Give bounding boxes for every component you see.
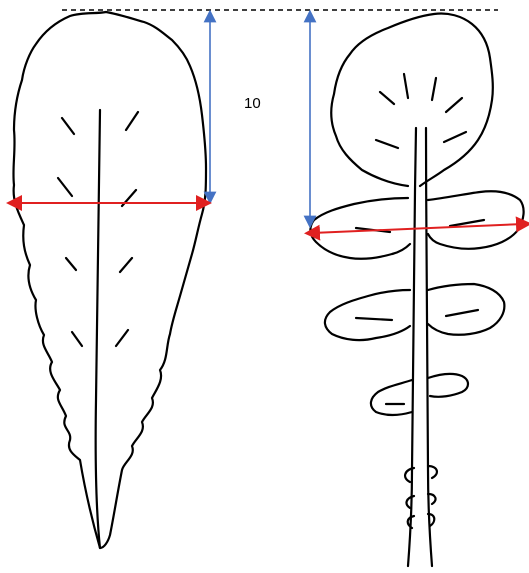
right-leaf-vein [380, 92, 394, 104]
right-leaf-vein [444, 132, 466, 142]
left-leaf-vein [72, 332, 82, 346]
length-measure-label: 10 [244, 95, 261, 112]
right-leaf-midrib-left [408, 128, 416, 566]
right-leaf-vein [356, 318, 392, 320]
right-leaf-terminal-lobe [331, 13, 493, 186]
right-width-arrow [312, 224, 524, 233]
right-leaf-midrib-right [426, 128, 432, 566]
left-leaf-outline [13, 12, 206, 548]
left-leaf-midrib [96, 110, 100, 548]
right-leaf [310, 13, 523, 566]
left-leaf-vein [120, 258, 132, 272]
right-leaf-lobe-3 [371, 374, 468, 415]
right-leaf-vein [446, 98, 462, 112]
left-leaf [13, 12, 206, 548]
left-leaf-vein [126, 112, 138, 130]
left-leaf-vein [116, 330, 128, 346]
right-leaf-vein [404, 74, 408, 98]
right-leaf-vein [376, 140, 398, 148]
left-leaf-vein [62, 118, 74, 134]
right-leaf-vein [432, 78, 436, 100]
left-leaf-vein [66, 258, 76, 270]
right-leaf-vein [446, 310, 478, 316]
left-leaf-vein [58, 178, 72, 196]
